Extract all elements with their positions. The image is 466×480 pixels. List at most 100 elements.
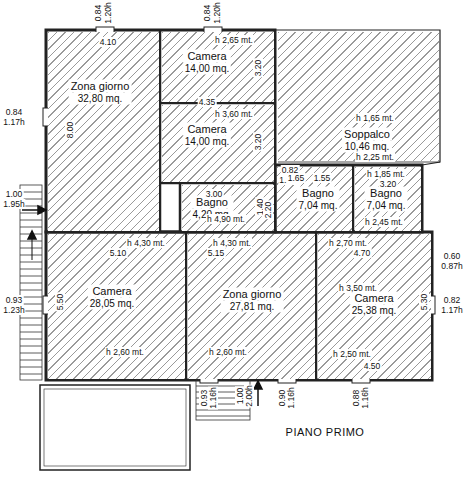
stair-tread (20, 283, 42, 284)
dimension-label: 0.84 (93, 4, 103, 23)
room-text: Camera28,05 mq. (88, 285, 136, 310)
plan-title: PIANO PRIMO (286, 426, 365, 438)
stair-tread (20, 290, 42, 291)
dimension-label: 1.00 (5, 189, 24, 199)
height-label: h 3,60 mt. (214, 109, 254, 119)
dimension-label: 1.65 (287, 173, 306, 183)
room-text: Camera14,00 mq. (183, 123, 231, 148)
stair-tread (20, 220, 42, 221)
stair-tread (20, 367, 42, 368)
dimension-label: 4.70 (353, 248, 372, 258)
room-name: Camera (88, 285, 136, 298)
room-name: Camera (183, 50, 231, 63)
stair-tread (20, 276, 42, 277)
stair-tread (20, 192, 42, 193)
dimension-label: 1.20h (212, 1, 222, 24)
stair-tread (20, 269, 42, 270)
stair-tread (196, 416, 250, 417)
dimension-label: 0.82 (443, 295, 462, 305)
height-label: h 4,30 mt. (212, 238, 252, 248)
height-label: h 2,70 mt. (328, 238, 368, 248)
height-label: h 1,85 mt. (366, 169, 406, 179)
height-label: h 2,45 mt. (364, 217, 404, 227)
dimension-label: 8.00 (65, 121, 75, 140)
height-label: h 2,25 mt. (355, 152, 395, 162)
dimension-label: 1.16h (286, 386, 296, 409)
dimension-label: 1.55 (313, 173, 332, 183)
stair-tread (20, 360, 42, 361)
dimension-label: 1.23h (2, 305, 25, 315)
room-text: Zona giorno32,80 mq. (69, 80, 132, 105)
dimension-label: 1.95h (2, 199, 25, 209)
room-area: 32,80 mq. (69, 93, 132, 105)
stair-tread (196, 410, 250, 411)
stair-tread (20, 325, 42, 326)
room-area: 25,38 mq. (350, 305, 398, 317)
stair-tread (20, 255, 42, 256)
dimension-label: 4.50 (363, 361, 382, 371)
stair-tread (20, 353, 42, 354)
room-name: Camera (350, 292, 398, 305)
walls (40, 30, 440, 470)
dimension-label: 0.87h (440, 261, 463, 271)
dimension-label: 2.20 (263, 201, 273, 220)
room-area: 7,04 mq. (365, 200, 408, 212)
dimension-label: 3.20 (379, 179, 398, 189)
dimension-label: 1.17h (2, 117, 25, 127)
room: Soppalco10,46 mq. (278, 32, 439, 161)
room-area: 27,81 mq. (221, 301, 284, 313)
room-text: Bagno7,04 mq. (297, 187, 340, 212)
dimension-label: 3.00 (205, 189, 224, 199)
height-label: h 3,50 mt. (338, 283, 378, 293)
stair-tread (20, 227, 42, 228)
dimension-label: 1.16h (360, 386, 370, 409)
height-label: h 4,90 mt. (206, 214, 246, 224)
height-label: h 2,60 mt. (105, 347, 145, 357)
room-name: Zona giorno (69, 80, 132, 93)
dimension-label: 1.16h (208, 386, 218, 409)
height-label: h 1,65 mt. (355, 113, 395, 123)
stairs (196, 380, 250, 420)
stair-tread (20, 248, 42, 249)
stair-tread (20, 262, 42, 263)
dimension-label: 0.60 (443, 251, 462, 261)
dimension-label: 0.93 (5, 295, 24, 305)
dimension-label: 5.30 (419, 293, 429, 312)
dimension-label: 5.10 (109, 248, 128, 258)
room-text: Soppalco10,46 mq. (342, 128, 392, 153)
stair-tread (20, 241, 42, 242)
height-label: h 4,30 mt. (126, 238, 166, 248)
height-label: h 2,65 mt. (214, 35, 254, 45)
room-text: Bagno7,04 mq. (365, 187, 408, 212)
stair-tread (20, 346, 42, 347)
dimension-label: 0.84 (202, 4, 212, 23)
stair-tread (20, 339, 42, 340)
height-label: h 2,50 mt. (332, 349, 372, 359)
stair-tread (20, 297, 42, 298)
stair-tread (20, 374, 42, 375)
dimension-label: 1.20h (103, 1, 113, 24)
room-name: Camera (183, 123, 231, 136)
room-area: 7,04 mq. (297, 200, 340, 212)
dimension-label: 5.15 (207, 248, 226, 258)
dimension-label: 0.84 (5, 107, 24, 117)
height-label: h 2,60 mt. (208, 347, 248, 357)
room-text: Camera25,38 mq. (350, 292, 398, 317)
room-area: 10,46 mq. (342, 141, 392, 153)
dimension-label: 3.20 (253, 133, 263, 152)
room-area: 28,05 mq. (88, 298, 136, 310)
dimension-label: 3.20 (253, 59, 263, 78)
stair-tread (20, 332, 42, 333)
room-name: Bagno (297, 187, 340, 200)
room-name: Soppalco (342, 128, 392, 141)
room-area: 14,00 mq. (183, 63, 231, 75)
stair-tread (20, 318, 42, 319)
dimension-label: 2.00h (244, 384, 254, 407)
dimension-label: 4.10 (99, 37, 118, 47)
dimension-label: 4.35 (198, 97, 217, 107)
room-name: Zona giorno (221, 288, 284, 301)
room-text: Camera14,00 mq. (183, 50, 231, 75)
room-area: 14,00 mq. (183, 136, 231, 148)
dimension-label: 5.50 (55, 293, 65, 312)
room-text: Zona giorno27,81 mq. (221, 288, 284, 313)
